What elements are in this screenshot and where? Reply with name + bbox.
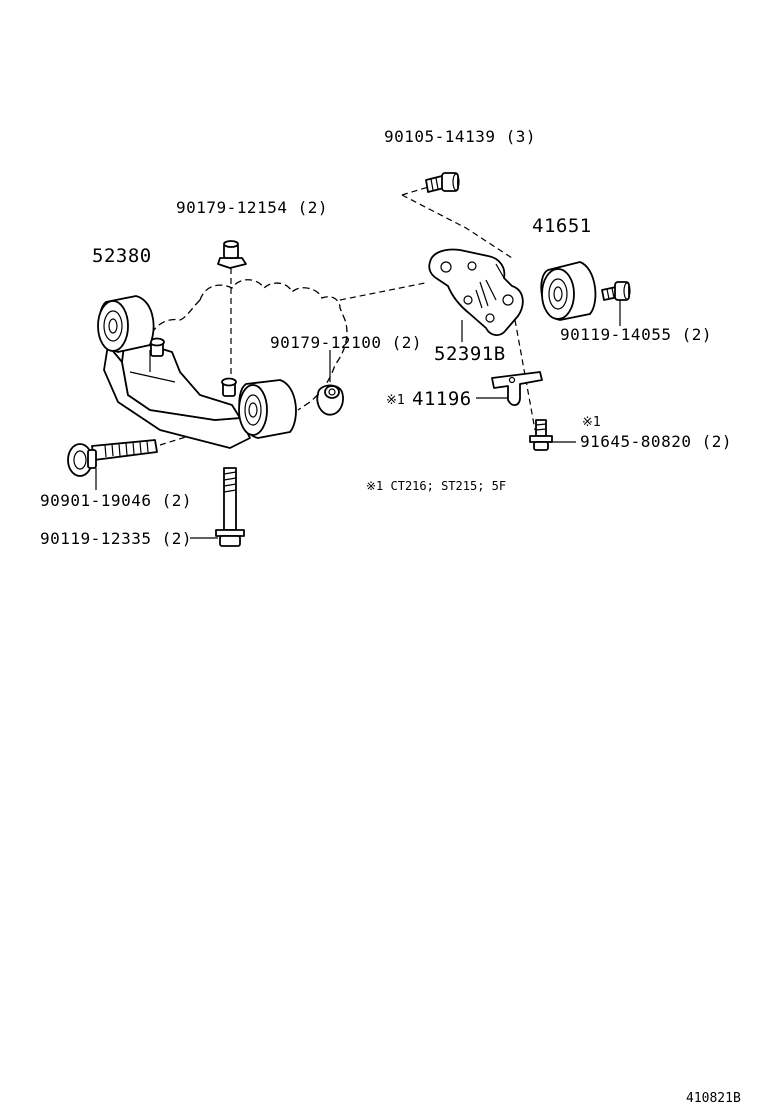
label-bolt-right: 90119-14055 (2) [560, 325, 712, 344]
insulator-right [540, 261, 597, 321]
dash-bolt-top-diagonal [401, 194, 513, 259]
label-hanger-mark: ※1 [386, 393, 405, 408]
label-nut-top-left: 90179-12154 (2) [176, 198, 328, 217]
label-bolt-small-mark: ※1 [582, 415, 601, 430]
flange-nut-mid [316, 384, 344, 416]
phantom-link-dash [339, 282, 426, 301]
phantom-outline [199, 279, 348, 411]
engine-mount-front [97, 295, 297, 449]
flange-nut-top [217, 240, 247, 269]
label-bracket: 52391B [434, 343, 506, 365]
label-bolt-small: 91645-80820 (2) [580, 432, 732, 451]
label-nut-mid: 90179-12100 (2) [270, 333, 422, 352]
label-bolt-top: 90105-14139 (3) [384, 127, 536, 146]
reference-code: 410821B [686, 1091, 741, 1106]
label-mount-front: 52380 [92, 245, 152, 267]
footnote: ※1 CT216; ST215; 5F [366, 479, 506, 493]
vertical-bolt [215, 467, 245, 547]
label-hanger: 41196 [412, 388, 472, 410]
bolt-small [529, 419, 553, 451]
label-insulator-right: 41651 [532, 215, 592, 237]
label-long-bolt: 90901-19046 (2) [40, 491, 192, 510]
bolt-top [425, 172, 460, 193]
mount-bracket [428, 248, 524, 336]
label-vertical-bolt: 90119-12335 (2) [40, 529, 192, 548]
hanger [491, 371, 543, 406]
phantom-outline-left [153, 299, 201, 331]
long-bolt [67, 439, 158, 477]
bolt-right [601, 281, 631, 301]
